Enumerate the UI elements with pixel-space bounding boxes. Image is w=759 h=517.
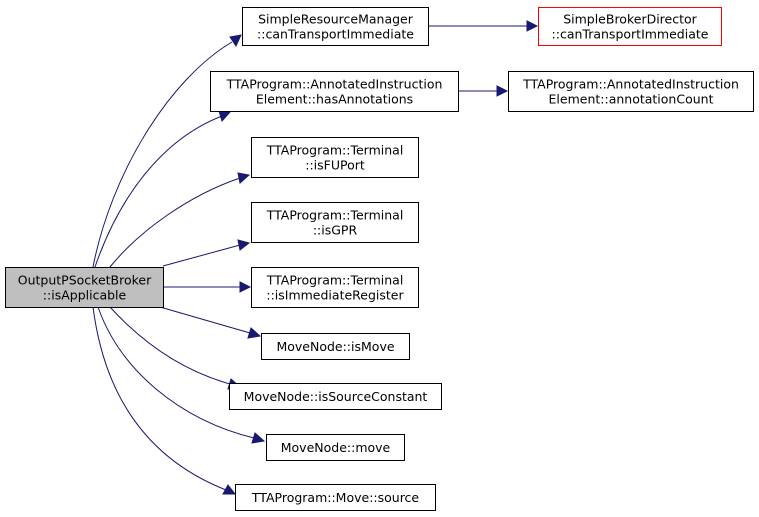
- node-label-line: MoveNode::isSourceConstant: [244, 389, 428, 404]
- edge-n1-to-n2: [428, 20, 539, 32]
- edge-root-to-n1: [92, 34, 242, 268]
- node-box: [235, 484, 436, 511]
- node-box: [242, 7, 429, 46]
- node-box: [251, 267, 419, 308]
- node-label-line: SimpleResourceManager: [258, 12, 414, 27]
- node-box: [538, 7, 722, 46]
- node-box: [210, 71, 459, 112]
- node-label-line: ::canTransportImmediate: [257, 27, 414, 42]
- arrowhead-icon: [222, 484, 237, 495]
- edge-line: [109, 306, 231, 385]
- node-label-line: TTAProgram::AnnotatedInstruction: [226, 77, 443, 92]
- node-label-line: SimpleBrokerDirector: [563, 12, 697, 27]
- node-label-line: ::isApplicable: [43, 288, 127, 303]
- node-label-line: TTAProgram::Terminal: [266, 273, 404, 288]
- node-label-line: MoveNode::isMove: [276, 339, 394, 354]
- edge-root-to-n5: [109, 172, 251, 268]
- arrowhead-icon: [251, 432, 266, 444]
- edge-n3-to-n4: [458, 85, 509, 97]
- edge-line: [94, 115, 223, 268]
- edge-root-to-n3: [94, 110, 232, 268]
- graph-node[interactable]: TTAProgram::Move::source: [235, 484, 436, 511]
- node-label-line: TTAProgram::AnnotatedInstruction: [522, 77, 739, 92]
- graph-node[interactable]: MoveNode::move: [266, 434, 405, 461]
- edges-layer: [92, 20, 539, 495]
- node-box: [251, 202, 419, 243]
- arrowhead-icon: [239, 281, 252, 293]
- edge-line: [159, 306, 251, 334]
- graph-node[interactable]: TTAProgram::Terminal::isGPR: [251, 202, 419, 243]
- node-label-line: OutputPSocketBroker: [18, 273, 152, 288]
- arrowhead-icon: [247, 327, 262, 339]
- graph-node[interactable]: TTAProgram::AnnotatedInstructionElement:…: [210, 71, 459, 112]
- node-label-line: ::isGPR: [313, 223, 358, 238]
- arrowhead-icon: [526, 20, 539, 32]
- node-box: [229, 383, 442, 410]
- node-box: [266, 434, 405, 461]
- edge-root-to-n7: [163, 281, 252, 293]
- edge-root-to-n10: [97, 306, 266, 444]
- arrowhead-icon: [237, 172, 251, 184]
- edge-root-to-n11: [92, 306, 237, 495]
- edge-line: [162, 244, 241, 267]
- arrowhead-icon: [229, 34, 242, 48]
- node-label-line: ::isImmediateRegister: [266, 288, 404, 303]
- graph-node[interactable]: TTAProgram::Terminal::isImmediateRegiste…: [251, 267, 419, 308]
- graph-node[interactable]: MoveNode::isMove: [261, 333, 410, 360]
- edge-root-to-n9: [109, 306, 242, 390]
- node-box: [508, 71, 754, 112]
- graph-node[interactable]: SimpleBrokerDirector::canTransportImmedi…: [538, 7, 722, 46]
- arrowhead-icon: [218, 110, 232, 123]
- edge-line: [92, 306, 227, 491]
- arrowhead-icon: [237, 239, 251, 251]
- node-label-line: ::canTransportImmediate: [552, 27, 709, 42]
- graph-node[interactable]: SimpleResourceManager::canTransportImmed…: [242, 7, 429, 46]
- edge-root-to-n6: [162, 239, 251, 267]
- edge-line: [109, 177, 241, 268]
- edge-line: [92, 41, 233, 268]
- node-label-line: Element::annotationCount: [549, 92, 714, 107]
- node-box: [251, 137, 419, 178]
- arrowhead-icon: [496, 85, 509, 97]
- edge-root-to-n8: [159, 306, 262, 339]
- node-label-line: TTAProgram::Terminal: [266, 208, 404, 223]
- node-box: [261, 333, 410, 360]
- node-box: [5, 267, 164, 308]
- node-label-line: MoveNode::move: [281, 440, 391, 455]
- edge-line: [97, 306, 255, 439]
- node-label-line: ::isFUPort: [305, 158, 365, 173]
- graph-node[interactable]: TTAProgram::AnnotatedInstructionElement:…: [508, 71, 754, 112]
- graph-node[interactable]: TTAProgram::Terminal::isFUPort: [251, 137, 419, 178]
- root-node: OutputPSocketBroker::isApplicable: [5, 267, 164, 308]
- graph-node[interactable]: MoveNode::isSourceConstant: [229, 383, 442, 410]
- nodes-layer: OutputPSocketBroker::isApplicable SimpleR…: [5, 7, 754, 511]
- node-label-line: Element::hasAnnotations: [256, 92, 413, 107]
- node-label-line: TTAProgram::Move::source: [251, 490, 420, 505]
- node-label-line: TTAProgram::Terminal: [266, 143, 404, 158]
